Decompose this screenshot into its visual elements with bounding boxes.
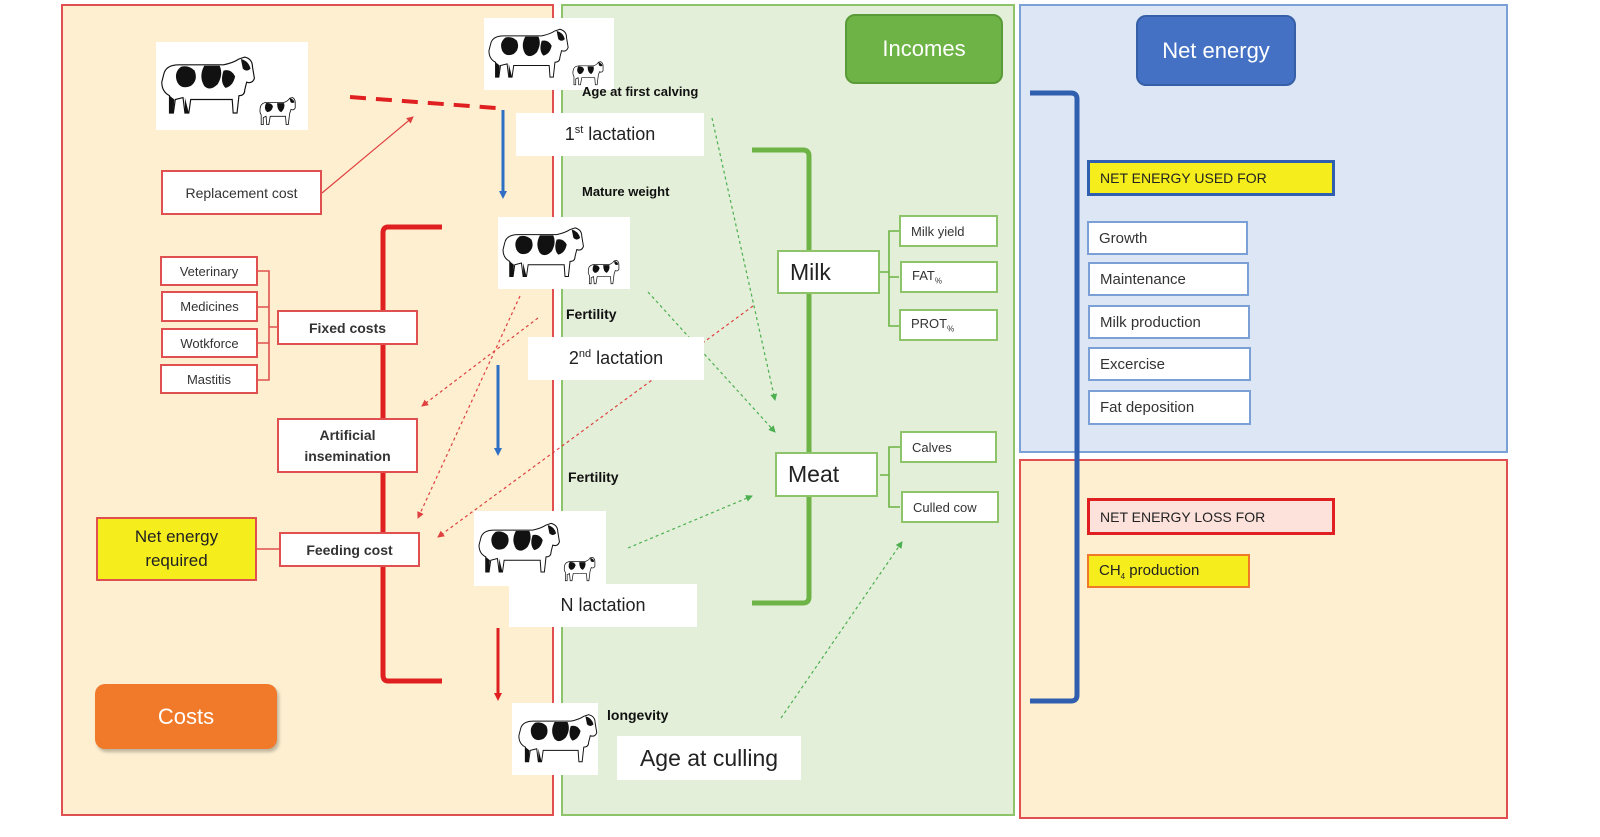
milk-sub-bracket: [880, 230, 899, 327]
incomes-bracket: [752, 147, 812, 606]
costs-panel: [61, 4, 554, 816]
fat-box: FAT%: [900, 261, 998, 293]
mature-weight-label: Mature weight: [582, 184, 670, 199]
used-for-milk-production-box: Milk production: [1088, 305, 1250, 339]
net-energy-title: Net energy: [1162, 37, 1270, 63]
net-energy-used-for-box: NET ENERGY USED FOR: [1087, 160, 1335, 196]
ch4-production-label: CH4 production: [1099, 561, 1200, 581]
prot-box: PROT%: [899, 309, 998, 341]
meat-label: Meat: [788, 461, 840, 487]
calves-box: Calves: [900, 431, 997, 463]
feeding-cost-label: Feeding cost: [306, 541, 393, 558]
cow-silhouette-graphic: [478, 522, 596, 582]
prot-label: PROT%: [911, 316, 955, 334]
cow-with-calf-icon: [474, 511, 606, 586]
net-energy-used-for-label: NET ENERGY USED FOR: [1100, 170, 1267, 186]
mastitis-label: Mastitis: [186, 371, 232, 387]
fixed-costs-bracket: [258, 270, 278, 381]
feeding-cost-box: Feeding cost: [279, 532, 420, 567]
dotted-red-2: [417, 295, 521, 519]
net-energy-title-pill: Net energy: [1136, 15, 1296, 86]
calves-label: Calves: [912, 439, 952, 455]
milk-yield-label: Milk yield: [911, 223, 965, 239]
workforce-box: Wotkforce: [161, 328, 258, 358]
used-for-growth-box: Growth: [1087, 221, 1248, 255]
milk-box: Milk: [777, 250, 880, 294]
fertility-label-1: Fertility: [566, 306, 617, 322]
fixed-costs-box: Fixed costs: [277, 310, 418, 345]
veterinary-box: Veterinary: [160, 256, 258, 286]
net-energy-required-box: Net energy required: [96, 517, 257, 581]
meat-sub-bracket: [880, 446, 900, 508]
used-for-fat-deposition-box: Fat deposition: [1088, 390, 1251, 425]
mastitis-box: Mastitis: [160, 364, 258, 394]
maintenance-label: Maintenance: [1100, 270, 1186, 288]
used-for-exercise-box: Excercise: [1088, 347, 1251, 381]
medicines-label: Medicines: [180, 299, 239, 314]
milk-label: Milk: [790, 258, 831, 285]
cow-with-calf-icon: [498, 217, 630, 289]
ch4-production-box: CH4 production: [1087, 554, 1250, 588]
dotted-red-1: [421, 317, 539, 407]
cow-with-calf-icon: [484, 18, 614, 90]
milk-yield-box: Milk yield: [899, 215, 998, 247]
cow-silhouette-graphic: [518, 714, 598, 763]
fixed-costs-label: Fixed costs: [308, 319, 387, 336]
culled-cow-label: Culled cow: [913, 499, 977, 515]
net-energy-loss-for-label: NET ENERGY LOSS FOR: [1100, 508, 1266, 525]
dotted-green-1: [711, 117, 778, 401]
second-lactation-box: 2nd lactation: [528, 337, 704, 380]
costs-title-pill: Costs: [95, 684, 277, 749]
cow-silhouette-graphic: [502, 227, 620, 285]
age-at-culling-box: Age at culling: [617, 736, 801, 780]
dotted-red-3: [437, 305, 754, 538]
incomes-title: Incomes: [882, 36, 966, 61]
n-lactation-label: N lactation: [560, 595, 646, 615]
growth-label: Growth: [1099, 229, 1148, 247]
milk-production-label: Milk production: [1100, 313, 1201, 331]
fat-deposition-label: Fat deposition: [1100, 399, 1195, 416]
longevity-label: longevity: [607, 707, 669, 723]
second-lactation-label: 2nd lactation: [568, 348, 664, 368]
dotted-green-3: [627, 495, 753, 549]
dotted-green-2: [647, 291, 776, 433]
veterinary-label: Veterinary: [179, 263, 239, 279]
net-energy-loss-for-box: NET ENERGY LOSS FOR: [1087, 498, 1335, 535]
cow-silhouette-graphic: [488, 28, 604, 86]
fat-label: FAT%: [912, 268, 942, 286]
incomes-title-pill: Incomes: [845, 14, 1003, 84]
first-lactation-box: 1st lactation: [516, 113, 704, 156]
replacement-cost-box: Replacement cost: [161, 170, 322, 215]
workforce-label: Wotkforce: [180, 335, 239, 351]
age-first-calving-label: Age at first calving: [582, 84, 699, 99]
first-lactation-label: 1st lactation: [564, 124, 656, 144]
exercise-label: Excercise: [1100, 355, 1166, 373]
dotted-green-4: [780, 541, 903, 719]
net-energy-bracket: [1030, 90, 1080, 704]
meat-box: Meat: [775, 452, 878, 497]
fertility-label-2: Fertility: [568, 469, 619, 485]
artificial-insemination-label: Artificial insemination: [304, 426, 391, 464]
net-energy-required-label: Net energy required: [134, 527, 219, 570]
costs-title: Costs: [157, 703, 215, 729]
artificial-insemination-box: Artificial insemination: [277, 418, 418, 473]
cow-icon: [512, 703, 598, 775]
medicines-box: Medicines: [161, 291, 258, 322]
replacement-cost-label: Replacement cost: [185, 184, 298, 201]
n-lactation-box: N lactation: [509, 584, 697, 627]
culled-cow-box: Culled cow: [901, 491, 999, 523]
replacement-arrow: [321, 116, 414, 194]
cow-silhouette-graphic: [161, 56, 296, 126]
cow-with-calf-icon: [156, 42, 308, 130]
age-at-culling-label: Age at culling: [639, 744, 779, 771]
replacement-dashed-line: [349, 95, 497, 110]
used-for-maintenance-box: Maintenance: [1088, 262, 1249, 296]
